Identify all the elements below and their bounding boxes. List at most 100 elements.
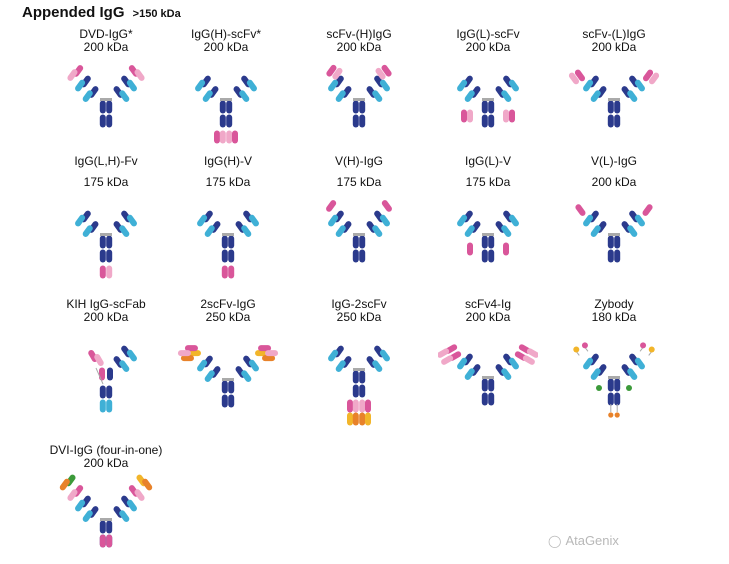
fv-domain	[99, 265, 106, 279]
light-chain-vl	[126, 499, 137, 512]
fc-domain	[106, 114, 113, 128]
scfv-domain	[180, 355, 194, 362]
format-igg-2scfv: IgG-2scFv 250 kDa	[289, 298, 429, 426]
fc-domain	[607, 114, 614, 128]
light-chain-vl	[197, 359, 208, 372]
antibody-diagram	[88, 345, 137, 413]
fc-domain	[99, 100, 106, 114]
light-chain-cl	[372, 225, 383, 237]
light-chain-cl	[372, 90, 383, 102]
format-name: IgG-2scFv	[331, 297, 387, 311]
format-mass: 175 kDa	[205, 175, 251, 189]
fc-domain	[614, 249, 621, 263]
fc-domain	[99, 385, 106, 399]
format-igg-h-v: IgG(H)-V 175 kDa	[158, 155, 298, 283]
light-chain-vl	[457, 357, 468, 370]
v-domain	[642, 204, 653, 216]
scfab-domain	[99, 367, 105, 381]
fc-domain	[107, 367, 113, 381]
format-igg-lh-fv: IgG(L,H)-Fv 175 kDa	[36, 155, 176, 283]
fc-domain	[228, 249, 235, 263]
fc-domain	[488, 100, 495, 114]
format-v-h-igg: V(H)-IgG 175 kDa	[289, 155, 429, 283]
format-name: Zybody	[594, 297, 634, 311]
scfv-domain	[568, 72, 580, 85]
hinge	[353, 98, 365, 101]
light-chain-cl	[82, 510, 93, 522]
peptide-dot	[640, 342, 647, 349]
fc-domain	[106, 249, 113, 263]
scfv-domain	[526, 348, 538, 358]
format-zybody: Zybody 180 kDa	[544, 298, 684, 426]
antibody-diagram	[177, 345, 279, 408]
scfv-domain	[232, 130, 238, 144]
light-chain-cl	[241, 225, 252, 237]
antibody-diagram	[67, 65, 145, 128]
light-chain-vl	[197, 214, 208, 227]
light-chain-cl	[335, 90, 346, 102]
fc-domain	[607, 378, 614, 392]
v-domain	[467, 242, 473, 256]
fc-domain	[488, 235, 495, 249]
format-name: scFv-(H)IgG	[326, 27, 392, 41]
format-mass: 200 kDa	[203, 40, 249, 54]
light-chain-cl	[119, 510, 130, 522]
scfv-domain	[214, 130, 220, 144]
light-chain-vl	[634, 79, 645, 92]
light-chain-cl	[464, 368, 475, 380]
appended-domain	[59, 478, 70, 491]
linker	[95, 367, 104, 385]
light-chain-cl	[627, 225, 638, 237]
fc-domain	[221, 380, 228, 394]
scfv-domain	[503, 109, 509, 123]
antibody-diagram	[328, 345, 390, 426]
fc-domain	[481, 235, 488, 249]
fc-domain	[614, 392, 621, 406]
v-domain	[228, 265, 235, 279]
scfv-domain	[441, 355, 454, 365]
fc-domain	[359, 100, 366, 114]
light-chain-cl	[119, 360, 130, 372]
light-chain-vl	[379, 214, 390, 227]
format-igg-l-scfv: IgG(L)-scFv 200 kDa	[418, 28, 558, 148]
fc-domain	[488, 392, 495, 406]
fc-domain	[106, 235, 113, 249]
light-chain-vl	[508, 357, 519, 370]
antibody-diagram	[573, 342, 655, 418]
scfv-domain	[332, 67, 343, 80]
format-mass: 200 kDa	[336, 40, 382, 54]
watermark-text: AtaGenix	[565, 533, 619, 548]
fc-domain	[228, 235, 235, 249]
appended-domain	[134, 69, 145, 81]
light-chain-vl	[248, 359, 259, 372]
light-chain-vl	[126, 214, 137, 227]
scfv-domain	[347, 399, 353, 413]
light-chain-cl	[627, 90, 638, 102]
v-domain	[221, 265, 228, 279]
antibody-diagram	[568, 69, 660, 128]
light-chain-vl	[457, 214, 468, 227]
scfv-domain	[265, 350, 279, 357]
hinge	[222, 233, 234, 236]
fc-domain	[359, 114, 366, 128]
light-chain-cl	[119, 90, 130, 102]
light-chain-vl	[583, 357, 594, 370]
scfv-domain	[438, 348, 450, 358]
light-chain-vl	[248, 214, 259, 227]
format-dvi-igg: DVI-IgG (four-in-one) 200 kDa	[36, 444, 176, 558]
light-chain-vl	[457, 79, 468, 92]
fc-domain	[352, 249, 359, 263]
fc-domain	[359, 370, 366, 384]
fc-domain	[106, 385, 113, 399]
light-chain-vl	[328, 214, 339, 227]
antibody-diagram	[195, 75, 257, 144]
fc-domain	[99, 235, 106, 249]
scfv-domain	[365, 399, 371, 413]
scfv-domain	[467, 109, 473, 123]
fc-domain	[221, 249, 228, 263]
format-igg-h-scfv: IgG(H)-scFv* 200 kDa	[156, 28, 296, 148]
fc-domain	[221, 394, 228, 408]
fc-domain	[106, 100, 113, 114]
fc-domain	[352, 384, 359, 398]
fc-domain	[352, 100, 359, 114]
